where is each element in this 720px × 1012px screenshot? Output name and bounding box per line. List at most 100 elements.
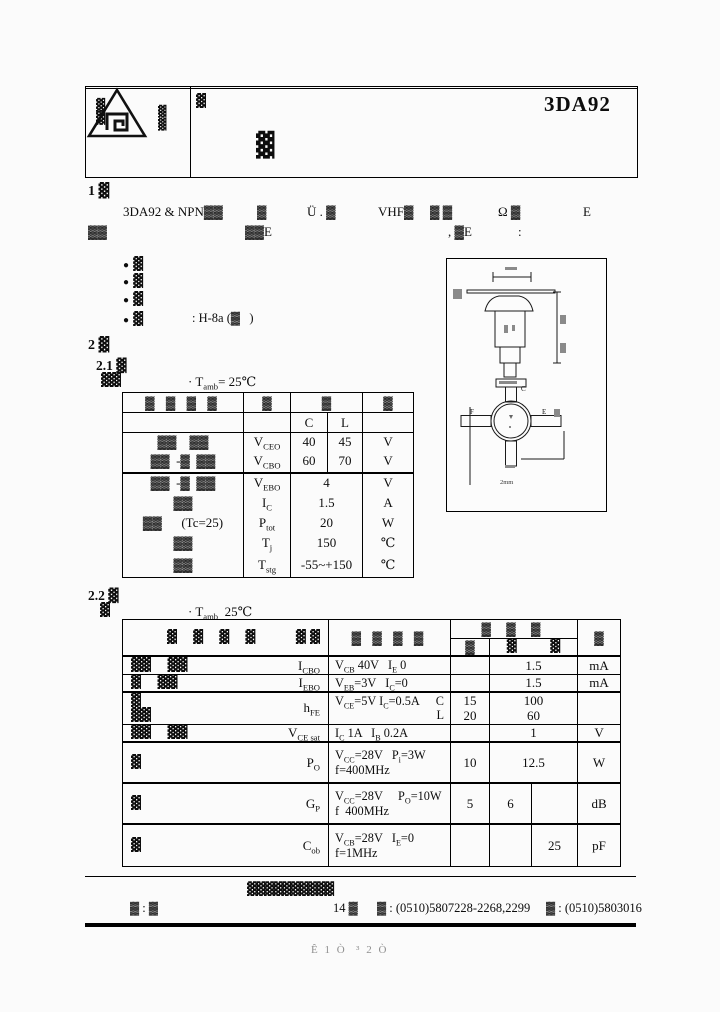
t1-unit: ℃ — [380, 534, 396, 550]
t2-param-glyphs: ▓▓ ▓▓ — [131, 657, 188, 673]
t1-head-symbol: ▓ — [243, 392, 291, 413]
t1-unit: V — [383, 475, 393, 491]
t2-head-spec: ▓ ▓ ▓ — [450, 619, 579, 639]
section-1-number: 1 — [88, 184, 95, 199]
t2-head-param-label: ▓ ▓ ▓ ▓ — [167, 629, 262, 645]
t2-value-min — [450, 824, 490, 867]
bullet-glyph: ▓ — [129, 292, 144, 307]
t2-value-min — [450, 655, 490, 676]
footer-rule-thin — [85, 876, 636, 877]
t2-param-glyphs: ▓ — [131, 796, 141, 812]
t2-param-glyphs: ▓ — [131, 755, 141, 771]
t2-subhead-typ-glyph: ▓ — [506, 639, 517, 654]
logo-left-glyphs: ▓▓ — [96, 98, 106, 125]
t1-symbol: IC — [243, 492, 291, 513]
t1-subhead-empty — [122, 412, 244, 433]
intro-line2-token: ▓▓ — [88, 224, 107, 239]
t1-symbol: VCBO — [243, 450, 291, 474]
t2-param-symbol: hFE — [303, 700, 320, 719]
header-box: ▓▓ ▓▓ ▓ ▓ 3DA92 — [85, 86, 638, 178]
t1-param-name: ▓▓ -▓ ▓▓ — [122, 450, 244, 474]
footer-fax: ▓ : (0510)5803016 — [546, 901, 642, 915]
t1-param-name: ▓▓ ▓▓ — [122, 432, 244, 451]
t2-unit: W — [577, 742, 621, 785]
t1-symbol: Ptot — [243, 512, 291, 533]
t1-head-unit: ▓ — [362, 392, 414, 413]
t2-value-typ — [489, 824, 532, 867]
section-2-1-glyph: ▓ — [116, 358, 127, 374]
t2-param-glyphs: ▓ ▓▓ — [131, 675, 178, 691]
section-2-heading: 2 ▓ — [88, 337, 109, 354]
feature-bullet: ● ▓ — [123, 291, 143, 307]
t1-value: -55~+150 — [290, 552, 364, 578]
t2-conditions: VEB=3V IC=0 — [328, 674, 451, 693]
t2-param-symbol: PO — [306, 755, 320, 773]
intro-line1-token: ▓ — [257, 204, 267, 219]
t2-param-name: ▓▓ ▓▓VCE sat — [122, 724, 329, 744]
section-2-1-heading: 2.1 ▓ — [96, 358, 127, 374]
package-drawing: C F E 2mm — [446, 258, 607, 512]
t2-param-symbol: ICBO — [298, 657, 320, 675]
t1-symbol: Tj — [243, 532, 291, 553]
t2-head-name: ▓ ▓ ▓ ▓ ▓ ▓ — [122, 619, 329, 657]
bullet-package-note: : H-8a (▓ ) — [192, 311, 254, 325]
t2-conditions: VCB 40V IE 0 — [328, 655, 451, 676]
t2-value-min: 10 — [450, 742, 490, 785]
t2-param-name: ▓Cob — [122, 824, 329, 867]
section-1-heading: 1 ▓ — [88, 183, 109, 200]
logo-triangle-icon — [86, 87, 148, 138]
lead-label-f: F — [470, 408, 474, 416]
t1-param-name: ▓▓ -▓ ▓▓ — [122, 472, 244, 493]
feature-bullet: ● ▓ — [123, 256, 143, 272]
section-2-2-number: 2.2 — [88, 588, 105, 603]
t2-param-symbol: VCE sat — [287, 725, 320, 743]
t2-unit: V — [577, 724, 621, 744]
bullet-glyph: ▓ — [129, 274, 144, 289]
intro-line1-token: Ω ▓ — [498, 204, 521, 219]
section-1-glyph: ▓ — [98, 183, 110, 199]
t2-value-min — [450, 674, 490, 693]
lead-label-c: C — [521, 385, 526, 393]
part-number: 3DA92 — [544, 92, 611, 116]
t1-subhead-c: C — [290, 412, 328, 433]
t2-value-typ-max: 1.5 — [489, 655, 579, 676]
t2-unit: mA — [577, 674, 621, 693]
footer-address-number: 14 ▓ — [333, 901, 358, 915]
header-double-line — [86, 88, 637, 89]
t1-value-c: 60 — [290, 450, 328, 474]
t2-unit: pF — [592, 837, 606, 853]
limits-note-temperature: · Tamb= 25℃ — [188, 374, 257, 392]
footer-address: ▓ : ▓ — [130, 901, 158, 915]
bullet-dot-icon: ● — [123, 260, 130, 271]
t2-value-min: 5 — [450, 783, 490, 826]
t1-value-c: 40 — [290, 432, 328, 451]
char-note-temperature: · Tamb 25℃ — [188, 604, 253, 622]
intro-line1-token: VHF▓ — [378, 204, 414, 219]
t2-subhead-min: ▓ — [450, 638, 490, 657]
header-title-glyph: ▓ — [256, 131, 275, 159]
t2-head-unit: ▓ — [577, 619, 621, 657]
intro-line2-token: ▓▓E — [245, 224, 272, 239]
t1-unit: ℃ — [380, 556, 396, 572]
intro-line2-token: , ▓E — [448, 224, 472, 239]
intro-line1-token: 3DA92 & NPN▓▓ — [123, 204, 223, 219]
intro-line1-token: E — [583, 204, 591, 219]
t1-unit: V — [383, 433, 393, 449]
t1-symbol: VEBO — [243, 472, 291, 493]
section-2-glyph: ▓ — [98, 337, 110, 353]
t2-value-max — [531, 783, 579, 826]
t1-param-name: ▓▓ (Tc=25) — [122, 512, 244, 533]
package-outline-drawing: C F E 2mm — [453, 267, 566, 486]
t2-value-max: 25 — [531, 824, 579, 867]
logo-cell: ▓▓ ▓▓ — [86, 87, 191, 177]
t2-param-name: ▓GP — [122, 783, 329, 826]
t2-param-name: ▓▓ ▓▓ ICBO — [122, 655, 329, 676]
t2-param-name: ▓▓▓hFE — [122, 691, 329, 725]
footer-rule-thick — [85, 923, 636, 927]
t2-head-symbol-label: ▓ ▓ — [295, 629, 320, 645]
t2-value-typ-max: 1.5 — [489, 674, 579, 693]
